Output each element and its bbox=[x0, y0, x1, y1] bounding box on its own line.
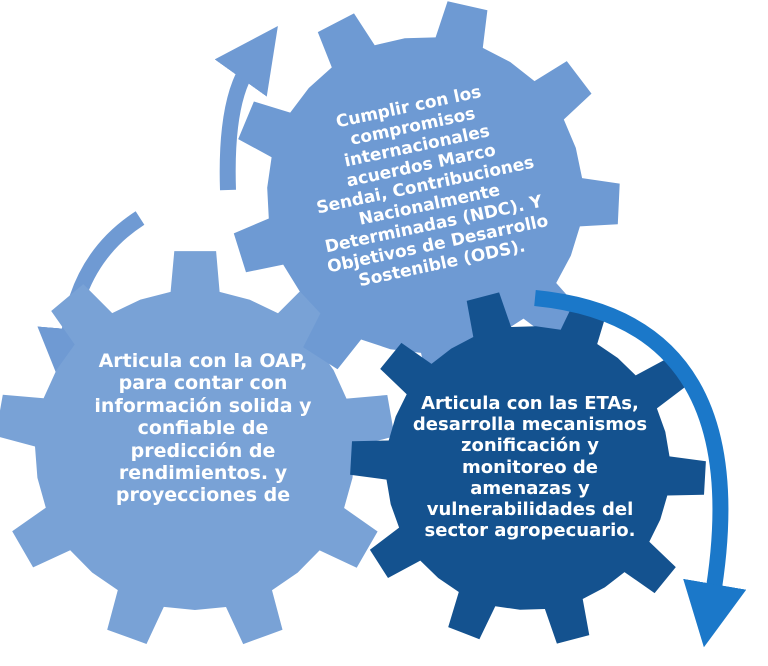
gear-top bbox=[233, 1, 620, 390]
gear-left-line: información solida y bbox=[94, 394, 312, 417]
gear-left bbox=[0, 251, 395, 645]
gear-left-line: predicción de bbox=[130, 439, 276, 462]
cycle-arrow-right bbox=[534, 290, 747, 648]
gear-right-line: zonificación y bbox=[460, 435, 599, 457]
gear-left-line: proyecciones de bbox=[115, 484, 291, 507]
gear-right-text: Articula con las ETAs,desarrolla mecanis… bbox=[400, 393, 660, 542]
gear-left-line: Articula con la OAP, bbox=[98, 350, 308, 372]
gear-left-line: rendimientos. y bbox=[118, 462, 288, 485]
gear-left-line: para contar con bbox=[118, 372, 288, 395]
gear-right bbox=[350, 292, 706, 644]
gear-right-line: sector agropecuario. bbox=[424, 520, 636, 542]
gear-right-line: vulnerabilidades del bbox=[426, 499, 634, 521]
gear-left-line: confiable de bbox=[137, 417, 269, 440]
gear-right-line: amenazas y bbox=[470, 477, 590, 499]
gear-right-line: monitoreo de bbox=[462, 456, 598, 478]
gear-right-line: desarrolla mecanismos bbox=[412, 414, 648, 436]
cycle-arrow-top bbox=[214, 25, 278, 191]
gear-right-line: Articula con las ETAs, bbox=[421, 393, 639, 414]
